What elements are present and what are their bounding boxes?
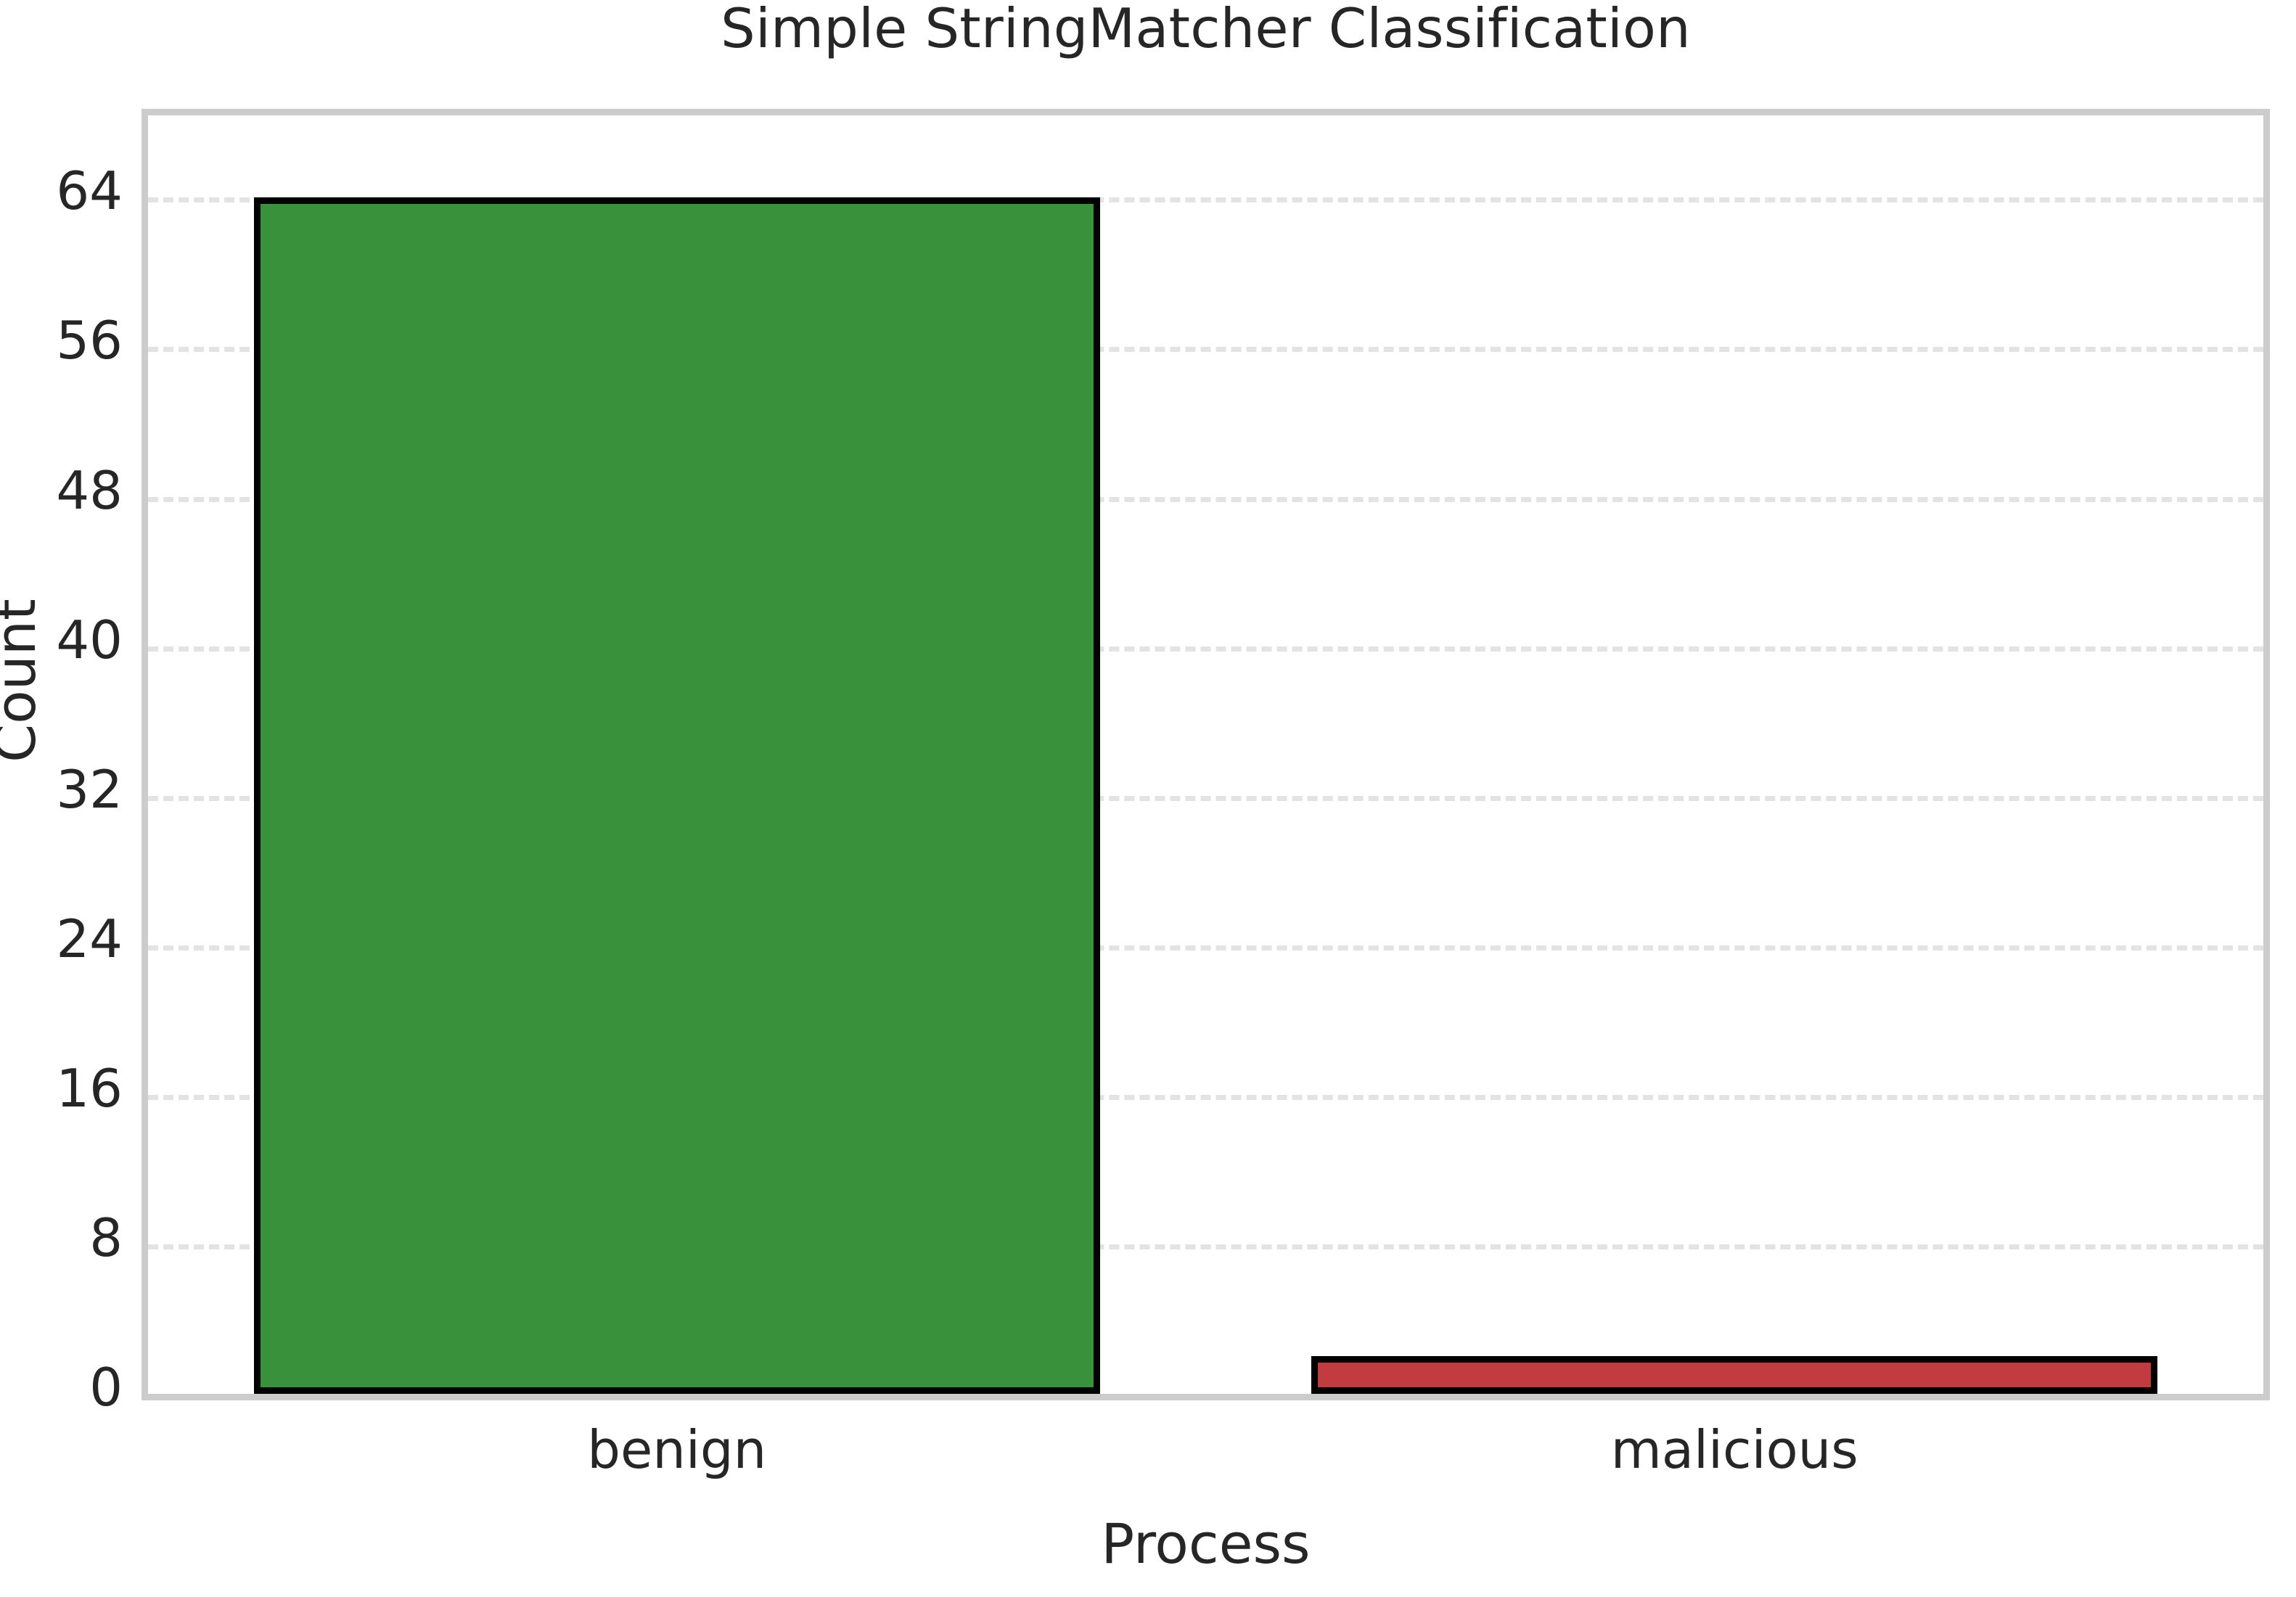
bar-benign[interactable] (253, 197, 1100, 1394)
y-tick-label: 0 (89, 1357, 123, 1418)
x-tick-label-malicious: malicious (1610, 1419, 1858, 1480)
y-tick-label: 64 (56, 160, 123, 222)
y-tick-label: 56 (56, 310, 123, 371)
y-tick-label: 40 (56, 609, 123, 670)
x-axis-label: Process (1101, 1511, 1311, 1576)
plot-inner (148, 115, 2263, 1394)
gridline (148, 945, 2263, 951)
gridline (148, 347, 2263, 353)
x-tick-label-benign: benign (587, 1419, 767, 1480)
gridline (148, 1244, 2263, 1249)
gridline (148, 496, 2263, 502)
y-tick-label: 16 (56, 1057, 123, 1119)
gridline (148, 197, 2263, 203)
bar-malicious[interactable] (1311, 1356, 2158, 1394)
chart-title: Simple StringMatcher Classification (721, 0, 1691, 60)
y-tick-label: 32 (56, 758, 123, 820)
gridline (148, 646, 2263, 652)
y-axis-label: Count (0, 599, 48, 763)
plot-area (142, 109, 2270, 1400)
y-tick-label: 24 (56, 908, 123, 969)
gridline (148, 795, 2263, 801)
gridline (148, 1094, 2263, 1100)
y-tick-label: 48 (56, 459, 123, 521)
y-tick-label: 8 (89, 1207, 123, 1268)
